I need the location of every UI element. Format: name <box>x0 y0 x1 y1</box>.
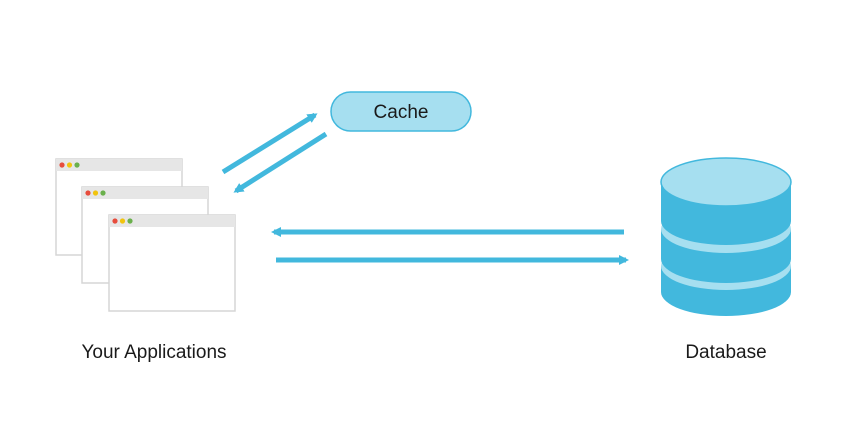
close-dot-icon <box>59 162 65 168</box>
database-node: Database <box>660 157 792 363</box>
cache-label: Cache <box>374 102 429 123</box>
cache-pill <box>330 91 472 132</box>
applications-node: Your Applications <box>55 158 236 363</box>
applications-label: Your Applications <box>81 342 226 363</box>
close-dot-icon <box>85 190 91 196</box>
minimize-dot-icon <box>119 218 126 224</box>
database-icon <box>660 157 792 316</box>
maximize-dot-icon <box>74 162 80 168</box>
database-label: Database <box>685 342 766 363</box>
maximize-dot-icon <box>127 218 133 224</box>
minimize-dot-icon <box>66 162 73 168</box>
minimize-dot-icon <box>92 190 99 196</box>
cache-node: Cache <box>330 91 472 132</box>
arrow-app-to-cache <box>221 112 318 175</box>
maximize-dot-icon <box>100 190 106 196</box>
close-dot-icon <box>112 218 118 224</box>
app-window-front <box>108 214 236 312</box>
arrow-cache-to-app <box>233 131 328 194</box>
